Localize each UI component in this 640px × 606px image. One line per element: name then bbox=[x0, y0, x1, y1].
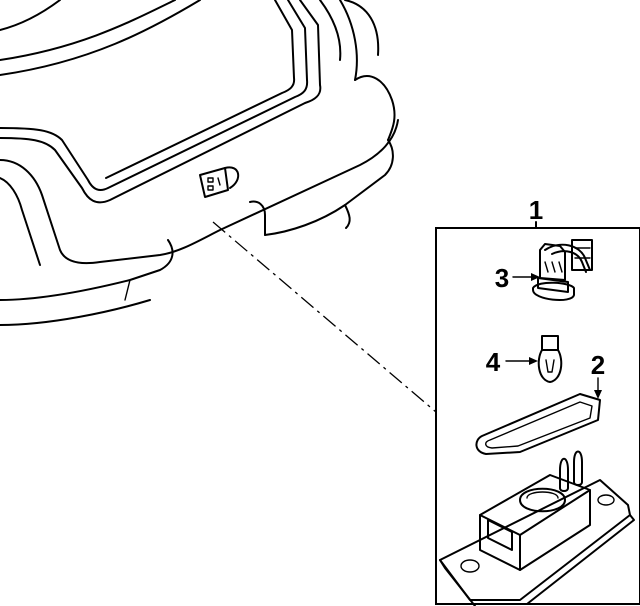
socket-part bbox=[532, 239, 593, 302]
callout-2: 2 bbox=[591, 350, 605, 380]
assembly-box bbox=[435, 221, 640, 605]
bulb-part bbox=[537, 335, 563, 383]
callout-1: 1 bbox=[529, 195, 543, 225]
callout-arrows bbox=[505, 273, 602, 399]
lamp-base-part bbox=[439, 450, 635, 606]
callout-4: 4 bbox=[486, 347, 501, 377]
gasket-part bbox=[475, 393, 601, 455]
callout-3: 3 bbox=[495, 263, 509, 293]
leader-line bbox=[212, 221, 437, 413]
car-rear-illustration bbox=[0, 0, 399, 326]
